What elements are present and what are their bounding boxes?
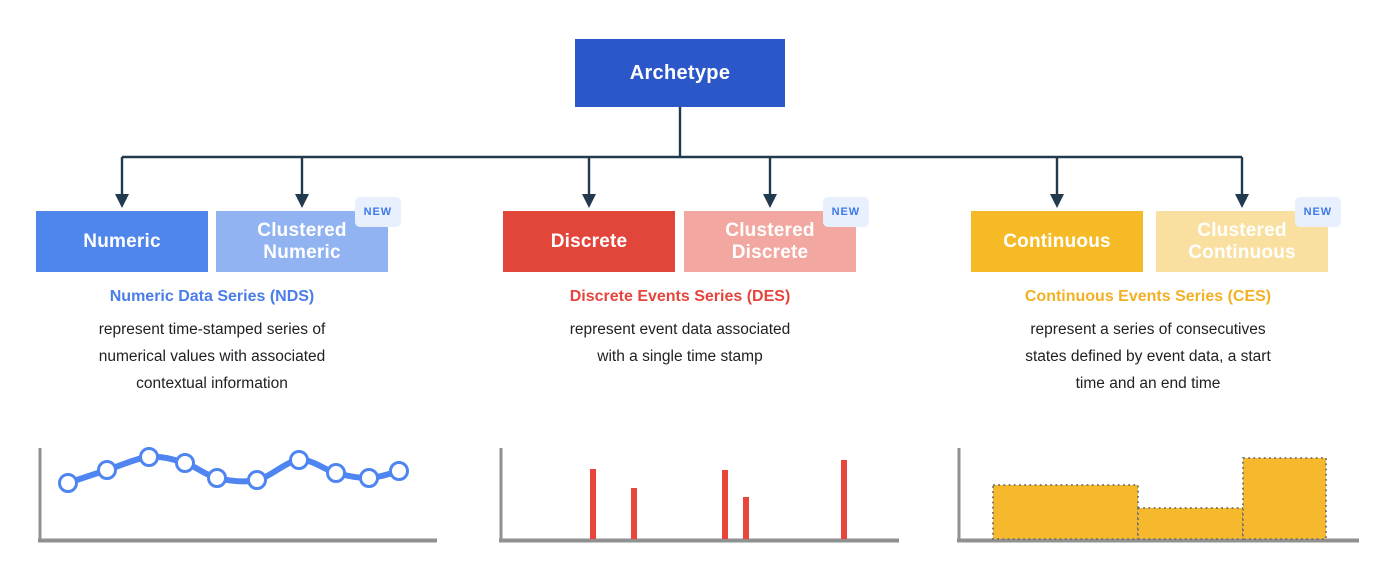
node-clustered-continuous: Clustered Continuous NEW xyxy=(1156,197,1341,272)
new-badge: NEW xyxy=(1294,197,1341,227)
node-clustered-numeric: Clustered Numeric NEW xyxy=(216,197,401,272)
node-continuous: Continuous xyxy=(971,211,1143,272)
new-badge: NEW xyxy=(354,197,401,227)
numeric-description: Numeric Data Series (NDS) represent time… xyxy=(26,288,398,397)
description-line: states defined by event data, a start xyxy=(1025,348,1271,365)
numeric-description-heading: Numeric Data Series (NDS) xyxy=(109,288,315,305)
discrete-description: Discrete Events Series (DES) represent e… xyxy=(494,288,866,370)
description-line: represent time-stamped series of xyxy=(98,321,326,338)
arrowhead-icons xyxy=(115,194,1249,208)
node-clustered-discrete-label: Clustered Discrete xyxy=(725,219,815,263)
root-node-archetype: Archetype xyxy=(575,39,785,107)
continuous-description-heading: Continuous Events Series (CES) xyxy=(1024,288,1272,305)
node-clustered-discrete: Clustered Discrete NEW xyxy=(684,197,869,272)
node-clustered-numeric-label: Clustered Numeric xyxy=(257,219,347,263)
root-node-label: Archetype xyxy=(629,61,731,84)
description-line: numerical values with associated xyxy=(98,348,326,365)
continuous-states-chart xyxy=(957,448,1359,543)
node-numeric-label: Numeric xyxy=(83,230,161,252)
description-line: with a single time stamp xyxy=(597,348,763,365)
description-line: represent event data associated xyxy=(569,321,791,338)
numeric-line-chart xyxy=(38,447,437,543)
new-badge: NEW xyxy=(822,197,869,227)
node-discrete-label: Discrete xyxy=(550,230,628,252)
node-discrete: Discrete xyxy=(503,211,675,272)
node-continuous-label: Continuous xyxy=(1003,230,1111,252)
description-line: contextual information xyxy=(136,375,288,392)
node-clustered-continuous-label: Clustered Continuous xyxy=(1188,219,1296,263)
continuous-description: Continuous Events Series (CES) represent… xyxy=(956,288,1340,397)
description-line: represent a series of consecutives xyxy=(1030,321,1266,338)
node-numeric: Numeric xyxy=(36,211,208,272)
discrete-description-heading: Discrete Events Series (DES) xyxy=(569,288,791,305)
discrete-events-chart xyxy=(499,448,899,543)
description-line: time and an end time xyxy=(1075,375,1221,392)
